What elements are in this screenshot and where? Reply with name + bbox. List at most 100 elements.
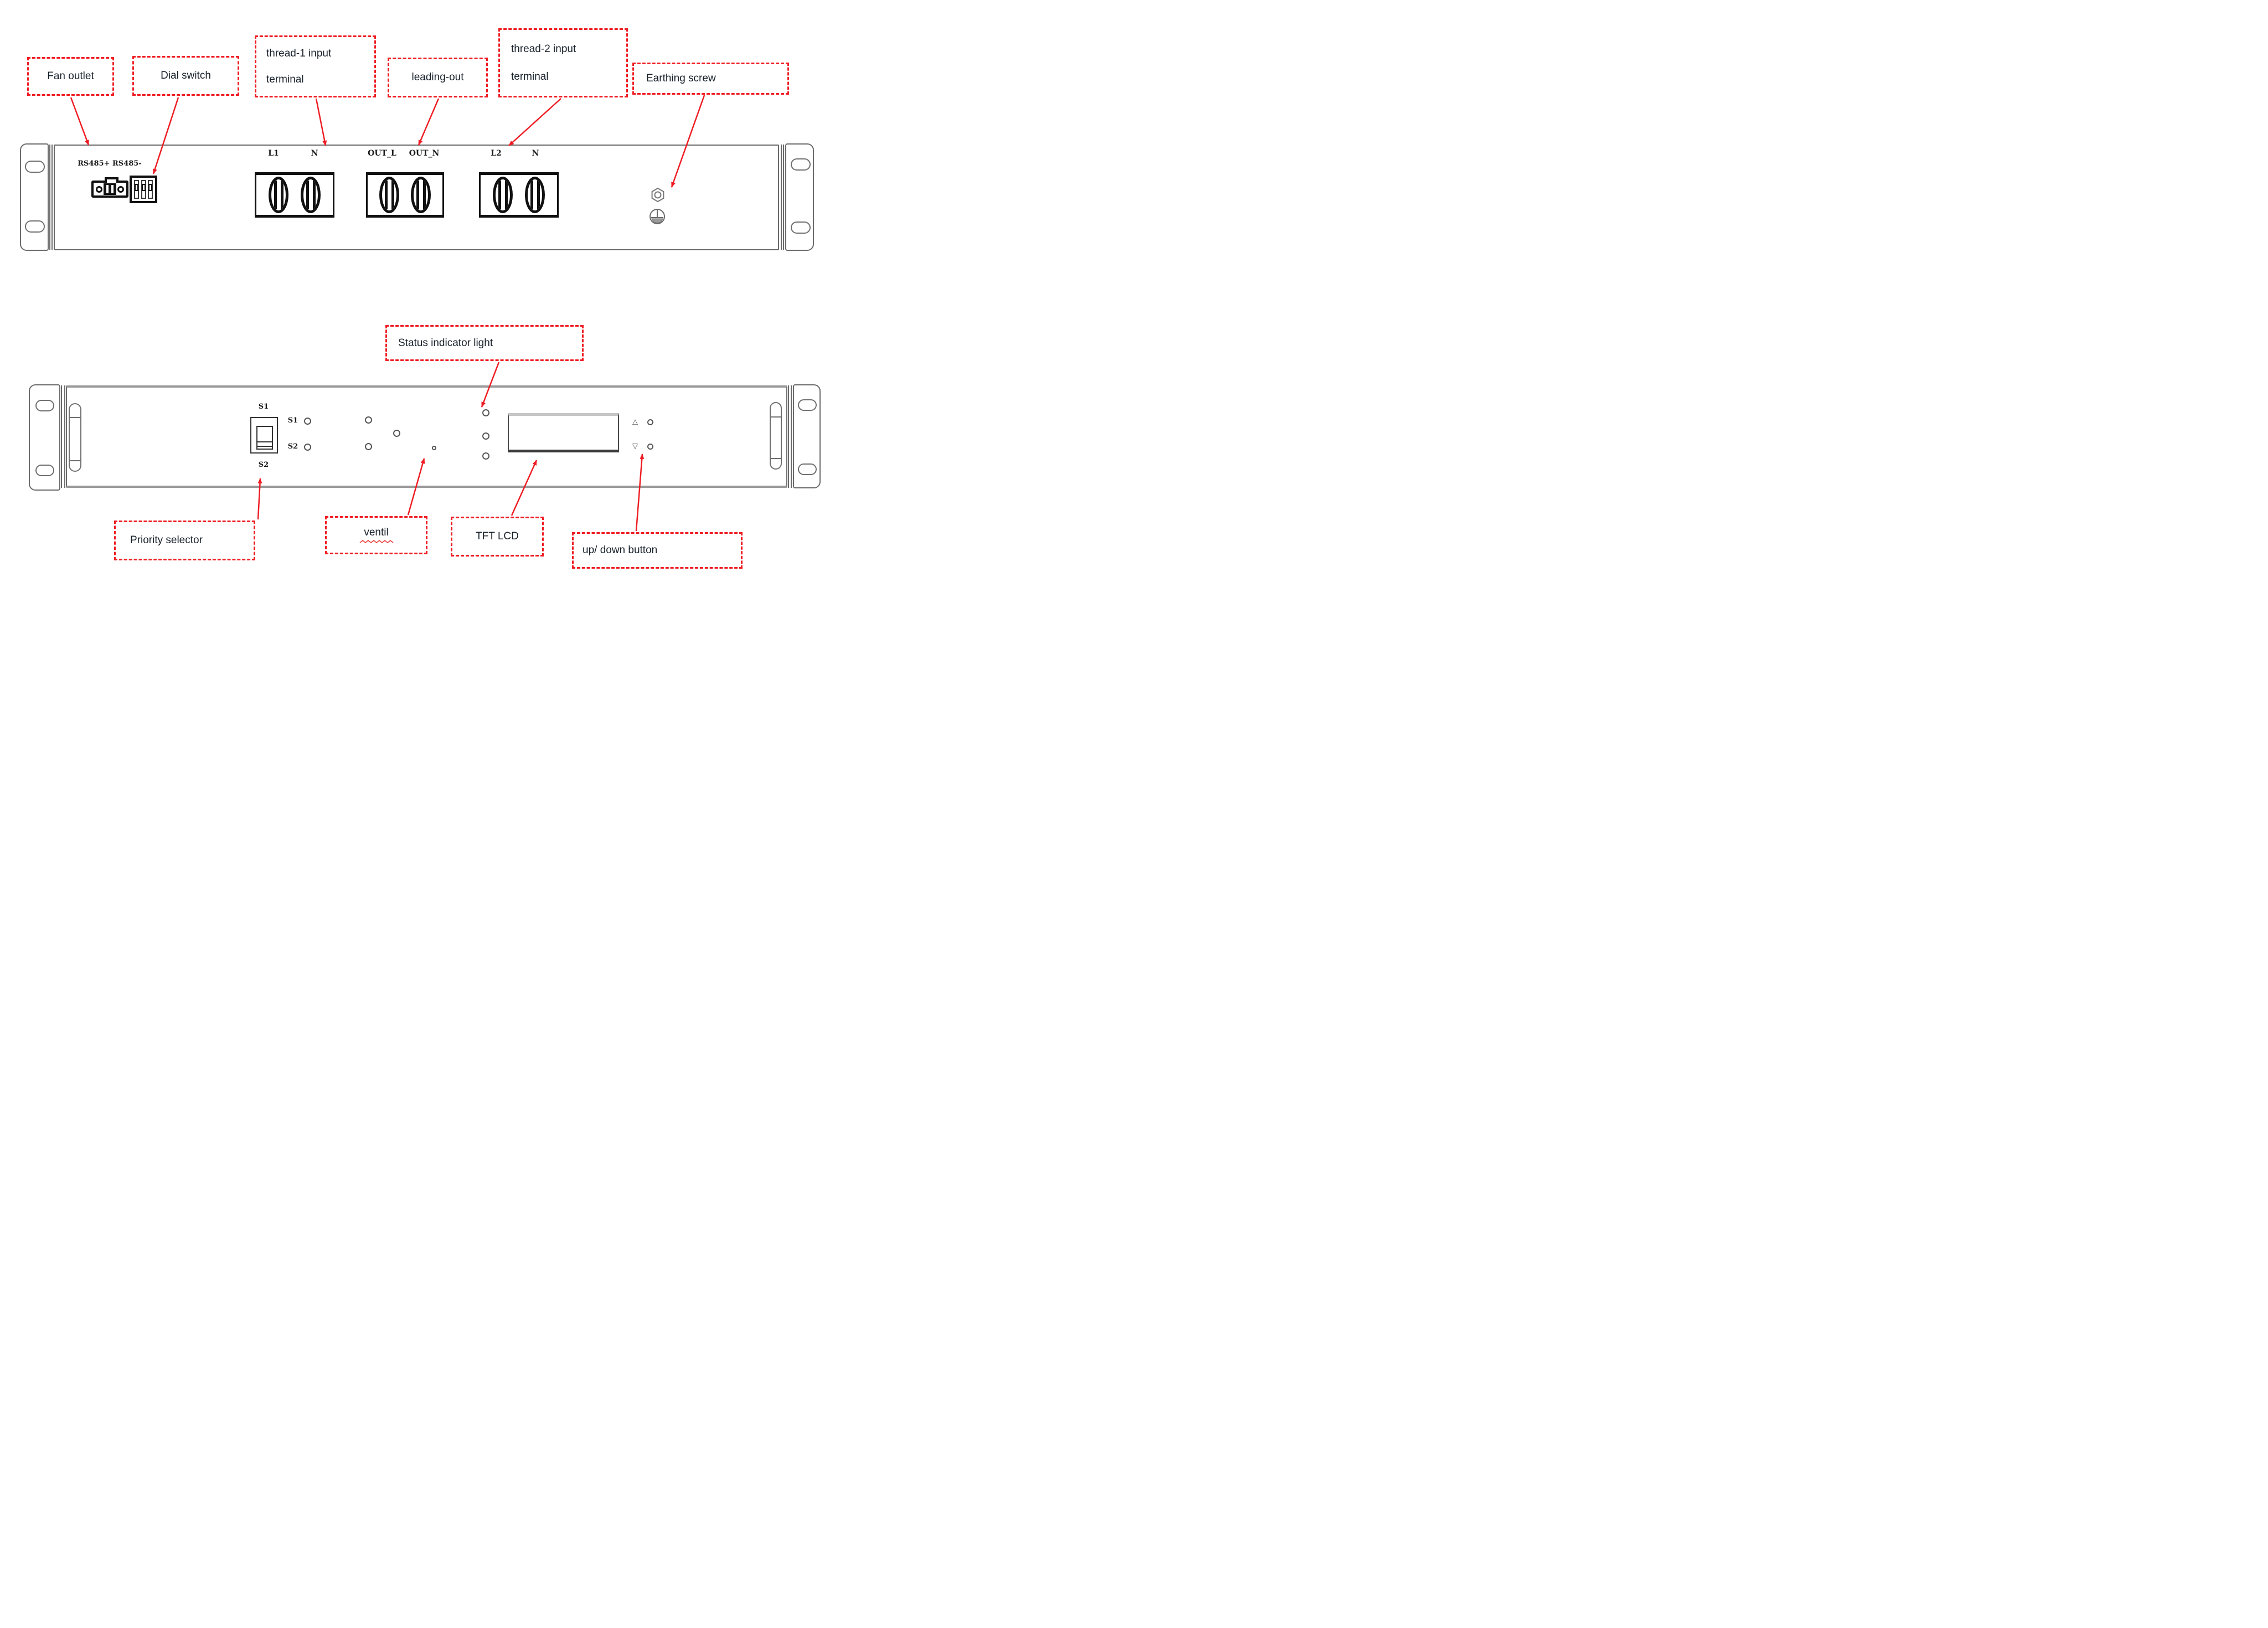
front-panel-body <box>66 385 787 488</box>
ventil-hole <box>432 446 436 450</box>
up-arrow-icon: △ <box>632 418 638 426</box>
screw-terminal <box>379 177 399 213</box>
arrow-thread2-terminal <box>508 98 561 146</box>
front-left-flange <box>61 385 65 488</box>
front-right-flange <box>788 385 792 488</box>
callout-text: thread-1 input <box>266 48 332 59</box>
connector-pins <box>104 183 116 195</box>
callout-priority-selector: Priority selector <box>114 521 255 560</box>
mounting-slot <box>35 400 54 411</box>
callout-text: terminal <box>511 70 549 83</box>
callout-text: leading-out <box>411 71 464 83</box>
screw-terminal <box>269 177 288 213</box>
s2-indicator-light <box>304 444 311 451</box>
screw-terminal <box>493 177 513 213</box>
s1-indicator-light <box>304 418 311 425</box>
callout-leading-out: leading-out <box>388 58 488 97</box>
terminal-label-l2: L2 <box>491 149 502 158</box>
callout-text: Dial switch <box>161 70 211 81</box>
up-button <box>647 419 653 425</box>
dip-knob <box>134 184 138 191</box>
rocker-knob-line <box>257 446 272 447</box>
callout-updown-button: up/ down button <box>572 532 743 569</box>
screw-terminal <box>301 177 321 213</box>
down-arrow-icon: ▽ <box>632 442 638 451</box>
output-terminal-block <box>366 172 444 218</box>
callout-text: thread-2 input <box>511 43 576 55</box>
pin <box>111 185 114 193</box>
dip-slot <box>141 180 146 199</box>
callout-text: Status indicator light <box>398 337 493 349</box>
connector-tab <box>105 177 118 183</box>
callout-fan-outlet: Fan outlet <box>27 57 114 96</box>
callout-text: ventil <box>364 527 389 538</box>
dip-slot <box>133 180 139 199</box>
rs485-connector <box>91 177 128 198</box>
callout-text: TFT LCD <box>476 530 519 542</box>
rocker-knob-line <box>257 441 272 442</box>
terminal-label-outl: OUT_L <box>368 149 396 158</box>
connector-pin-hole <box>117 186 124 193</box>
screw-terminal <box>411 177 431 213</box>
down-button <box>647 444 653 450</box>
vent-hole <box>365 443 372 450</box>
handle-line <box>771 416 781 418</box>
status-indicator-light-3 <box>482 452 489 460</box>
status-indicator-light-2 <box>482 432 489 440</box>
rocker-knob <box>256 426 273 450</box>
dip-switch <box>130 176 157 203</box>
callout-dial-switch: Dial switch <box>132 56 239 96</box>
front-left-rack-ear <box>29 384 60 491</box>
screw-terminal <box>525 177 545 213</box>
mounting-slot <box>798 463 817 475</box>
terminal-label-n1: N <box>311 149 318 158</box>
dip-knob <box>148 184 153 191</box>
terminal-label-l1: L1 <box>268 149 279 158</box>
mounting-slot <box>25 220 45 233</box>
terminal-label-n2: N <box>532 149 539 158</box>
callout-tft-lcd: TFT LCD <box>451 517 544 557</box>
rear-left-rack-ear <box>20 143 49 251</box>
selector-bottom-label: S2 <box>258 461 269 469</box>
tft-lcd-screen <box>508 413 619 452</box>
rear-right-rack-ear <box>785 143 814 251</box>
mounting-slot <box>25 161 45 173</box>
rs485-port-label: RS485+ RS485- <box>78 159 142 168</box>
callout-thread2-input-terminal: thread-2 input terminal <box>498 28 628 97</box>
handle-line <box>70 417 80 418</box>
arrow-fan-outlet <box>70 97 90 146</box>
front-right-handle <box>770 402 782 470</box>
dip-slot <box>148 180 153 199</box>
arrow-leading-out <box>417 98 440 146</box>
connector-pin-hole <box>96 186 102 193</box>
led-s2-label: S2 <box>287 442 298 451</box>
dip-knob <box>141 184 146 191</box>
callout-status-indicator-light: Status indicator light <box>385 325 584 361</box>
handle-line <box>771 458 781 459</box>
input-terminal-block-1 <box>255 172 334 218</box>
callout-text: terminal <box>266 74 304 85</box>
input-terminal-block-2 <box>479 172 559 218</box>
mounting-slot <box>791 221 811 234</box>
priority-selector-switch <box>250 417 278 454</box>
callout-text: Priority selector <box>130 534 203 546</box>
squiggle-underline <box>359 539 393 544</box>
vent-hole <box>393 430 400 437</box>
arrow-thread1-terminal <box>315 98 327 146</box>
mounting-slot <box>798 399 817 411</box>
pin <box>106 185 109 193</box>
callout-ventil: ventil <box>325 516 427 554</box>
callout-text: Earthing screw <box>646 73 716 84</box>
terminal-label-outn: OUT_N <box>409 149 440 158</box>
handle-line <box>70 460 80 461</box>
rear-left-flange <box>49 145 53 250</box>
callout-text: up/ down button <box>583 544 658 556</box>
mounting-slot <box>35 465 54 476</box>
mounting-slot <box>791 158 811 171</box>
selector-top-label: S1 <box>258 403 269 411</box>
front-right-rack-ear <box>793 384 821 488</box>
callout-text: Fan outlet <box>47 70 94 82</box>
callout-thread1-input-terminal: thread-1 input terminal <box>255 35 376 97</box>
led-s1-label: S1 <box>287 416 298 425</box>
status-indicator-light-1 <box>482 409 489 416</box>
